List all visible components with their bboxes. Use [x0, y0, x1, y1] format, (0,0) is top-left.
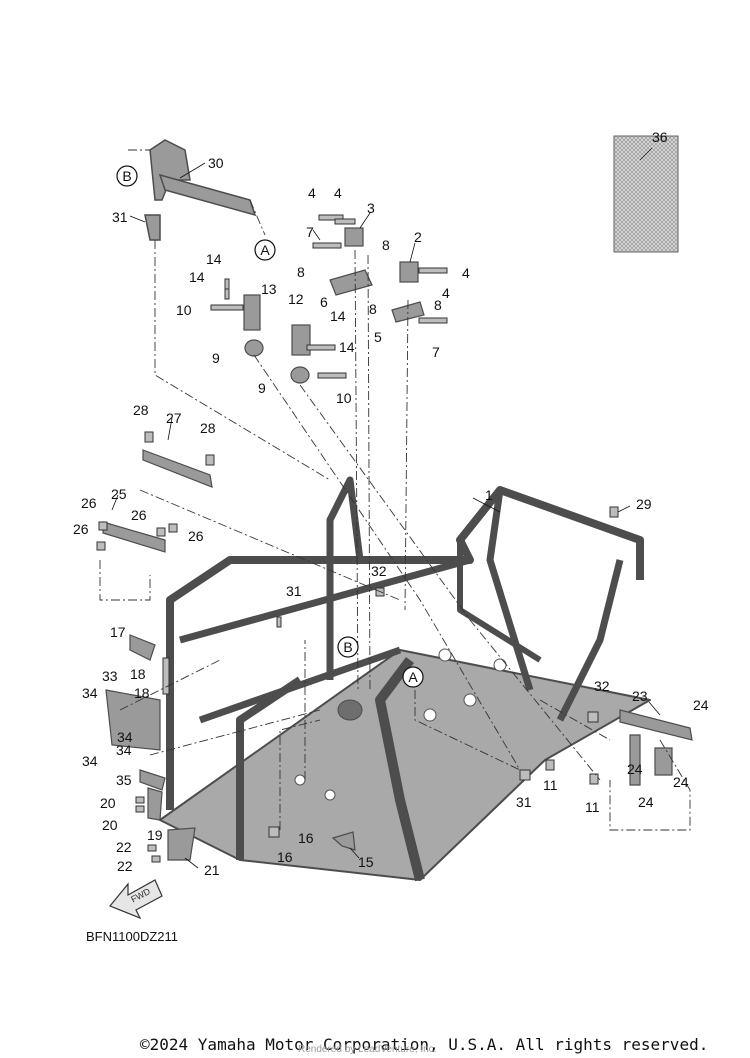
callout-26b: 26: [73, 521, 89, 537]
callout-31b: 31: [286, 583, 302, 599]
callout-8c: 8: [369, 301, 377, 317]
callout-28: 28: [133, 402, 149, 418]
callout-35: 35: [116, 772, 132, 788]
callout-24c: 24: [673, 774, 689, 790]
callout-16: 16: [298, 830, 314, 846]
callout-4b: 4: [334, 185, 342, 201]
callout-22b: 22: [117, 858, 133, 874]
callout-5: 5: [374, 329, 382, 345]
callout-34d: 34: [82, 753, 98, 769]
main-frame[interactable]: [159, 476, 651, 882]
diagram-reference-code: BFN1100DZ211: [86, 929, 179, 944]
decal-part[interactable]: [613, 135, 679, 253]
callout-25: 25: [111, 486, 127, 502]
callout-31c: 31: [516, 794, 532, 810]
callout-15: 15: [358, 854, 374, 870]
callout-leaders: [111, 147, 661, 869]
callout-11b: 11: [585, 799, 600, 815]
callout-10: 10: [176, 302, 192, 318]
callout-19: 19: [147, 827, 163, 843]
connector-a-top: A: [254, 239, 276, 261]
callout-34b: 34: [117, 729, 133, 745]
callout-13: 13: [261, 281, 277, 297]
callout-12: 12: [288, 291, 304, 307]
connector-b-frame: B: [337, 636, 359, 658]
connector-b-top: B: [116, 165, 138, 187]
callout-28b: 28: [200, 420, 216, 436]
callout-18: 18: [130, 666, 146, 682]
callout-27: 27: [166, 410, 182, 426]
callout-24b: 24: [627, 761, 643, 777]
callout-24d: 24: [638, 794, 654, 810]
callout-labels: 1 2 3 4 4 4 4 5 6 7 7 8 8 8 8 9 9 10 10 …: [73, 129, 709, 878]
callout-26c: 26: [131, 507, 147, 523]
callout-34: 34: [82, 685, 98, 701]
callout-7: 7: [306, 224, 314, 240]
connector-a-frame: A: [402, 666, 424, 688]
callout-8: 8: [382, 237, 390, 253]
connector-bracket-parts[interactable]: [102, 227, 693, 861]
callout-4d: 4: [442, 285, 450, 301]
callout-23: 23: [632, 688, 648, 704]
callout-1: 1: [485, 487, 493, 503]
callout-32b: 32: [594, 678, 610, 694]
callout-20b: 20: [102, 817, 118, 833]
callout-34c: 34: [116, 742, 132, 758]
render-watermark: Rendered by LeadVenture, Inc.: [298, 1044, 437, 1055]
callout-4c: 4: [462, 265, 470, 281]
svg-text:A: A: [408, 669, 418, 685]
callout-20: 20: [100, 795, 116, 811]
copyright-notice: ©2024 Yamaha Motor Corporation, U.S.A. A…: [140, 1035, 709, 1054]
callout-32: 32: [371, 563, 387, 579]
callout-26: 26: [81, 495, 97, 511]
upper-bracket-assembly[interactable]: [144, 139, 257, 241]
callout-16b: 16: [277, 849, 293, 865]
forward-arrow-icon: FWD: [109, 879, 163, 920]
callout-22: 22: [116, 839, 132, 855]
callout-8b: 8: [297, 264, 305, 280]
svg-text:B: B: [122, 168, 131, 184]
callout-14b: 14: [189, 269, 205, 285]
callout-31: 31: [112, 209, 128, 225]
callout-7b: 7: [432, 344, 440, 360]
callout-18b: 18: [134, 685, 150, 701]
callout-14: 14: [206, 251, 222, 267]
callout-30: 30: [208, 155, 224, 171]
callout-9: 9: [212, 350, 220, 366]
callout-21: 21: [204, 862, 220, 878]
callout-36: 36: [652, 129, 668, 145]
callout-10b: 10: [336, 390, 352, 406]
callout-14c: 14: [330, 308, 346, 324]
callout-4: 4: [308, 185, 316, 201]
callout-3: 3: [367, 200, 375, 216]
callout-17: 17: [110, 624, 126, 640]
callout-24: 24: [693, 697, 709, 713]
callout-14d: 14: [339, 339, 355, 355]
svg-text:A: A: [260, 242, 270, 258]
assembly-guide-lines: [99, 149, 691, 831]
callout-26d: 26: [188, 528, 204, 544]
callout-29: 29: [636, 496, 652, 512]
callout-6: 6: [320, 294, 328, 310]
callout-8d: 8: [434, 297, 442, 313]
svg-text:B: B: [343, 639, 352, 655]
callout-2: 2: [414, 229, 422, 245]
callout-33: 33: [102, 668, 118, 684]
callout-9b: 9: [258, 380, 266, 396]
callout-11: 11: [543, 777, 558, 793]
